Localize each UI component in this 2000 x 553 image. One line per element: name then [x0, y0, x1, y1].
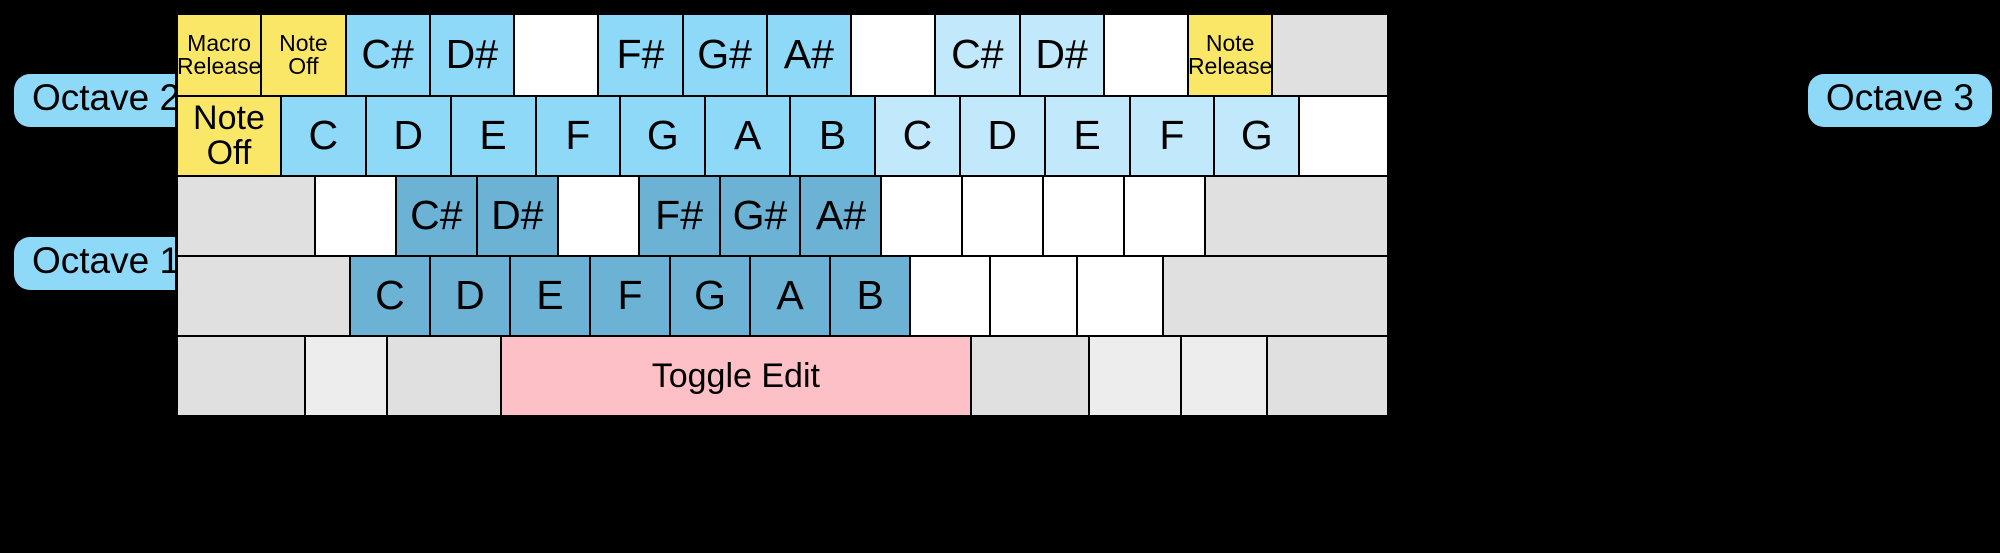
- key-asdf-row-0-blank: [178, 177, 317, 255]
- key-number-row-3-dsharp[interactable]: D#: [430, 15, 515, 95]
- key-asdf-row-2-csharp[interactable]: C#: [396, 177, 478, 255]
- key-qwerty-row-4-f[interactable]: F: [536, 97, 622, 175]
- key-space-row-7-blank: [1268, 337, 1387, 415]
- key-qwerty-row-10-e[interactable]: E: [1045, 97, 1131, 175]
- key-asdf-row-5-fsharp[interactable]: F#: [639, 177, 721, 255]
- key-zxcv-row-5-g[interactable]: G: [671, 257, 752, 335]
- key-space-row-3-toggle edit[interactable]: Toggle Edit: [501, 337, 972, 415]
- key-number-row-2-csharp[interactable]: C#: [346, 15, 431, 95]
- key-number-row-11-blank: [1104, 15, 1189, 95]
- key-number-row-1-note-off[interactable]: Note Off: [262, 15, 347, 95]
- key-qwerty-row-8-c[interactable]: C: [875, 97, 961, 175]
- key-number-row-7-asharp[interactable]: A#: [767, 15, 852, 95]
- key-zxcv-row-7-b[interactable]: B: [831, 257, 912, 335]
- key-number-row-0-macro-release[interactable]: Macro Release: [178, 15, 263, 95]
- key-number-row-6-gsharp[interactable]: G#: [683, 15, 768, 95]
- key-asdf-row-3-dsharp[interactable]: D#: [477, 177, 559, 255]
- key-space-row-0-blank: [178, 337, 306, 415]
- key-space-row-5-blank: [1090, 337, 1182, 415]
- key-zxcv-row-11-blank: [1164, 257, 1387, 335]
- key-qwerty-row-0-note-off[interactable]: Note Off: [178, 97, 282, 175]
- key-asdf-row-11-blank: [1125, 177, 1206, 255]
- key-space-row-1-blank: [305, 337, 388, 415]
- key-number-row-4-blank: [515, 15, 600, 95]
- key-qwerty-row-9-d[interactable]: D: [960, 97, 1046, 175]
- octave-label-2: Octave 2: [14, 74, 199, 127]
- key-space-row-6-blank: [1181, 337, 1269, 415]
- key-qwerty-row-3-e[interactable]: E: [451, 97, 537, 175]
- key-qwerty-row-6-a[interactable]: A: [706, 97, 792, 175]
- key-number-row-12-note-release[interactable]: Note Release: [1189, 15, 1274, 95]
- key-space-row-4-blank: [971, 337, 1091, 415]
- key-qwerty-row-7-b[interactable]: B: [791, 97, 876, 175]
- key-zxcv-row-9-blank: [991, 257, 1078, 335]
- key-qwerty-row-11-f[interactable]: F: [1130, 97, 1216, 175]
- key-asdf-row-12-blank: [1206, 177, 1387, 255]
- octave-label-1: Octave 1: [14, 237, 199, 290]
- key-asdf-row-1-blank: [316, 177, 397, 255]
- key-space-row-2-blank: [387, 337, 502, 415]
- key-asdf-row-4-blank: [558, 177, 640, 255]
- key-zxcv-row-1-c[interactable]: C: [350, 257, 431, 335]
- key-qwerty-row-1-c[interactable]: C: [281, 97, 367, 175]
- key-zxcv-row-6-a[interactable]: A: [751, 257, 832, 335]
- key-asdf-row-10-blank: [1044, 177, 1126, 255]
- key-qwerty-row-12-g[interactable]: G: [1215, 97, 1301, 175]
- keyboard-row-space-row: Toggle Edit: [178, 335, 1387, 415]
- key-zxcv-row-8-blank: [911, 257, 992, 335]
- key-zxcv-row-10-blank: [1077, 257, 1165, 335]
- key-asdf-row-9-blank: [963, 177, 1045, 255]
- key-number-row-8-blank: [852, 15, 937, 95]
- key-asdf-row-7-asharp[interactable]: A#: [801, 177, 883, 255]
- key-qwerty-row-13-blank: [1300, 97, 1387, 175]
- key-asdf-row-8-blank: [882, 177, 964, 255]
- keyboard-row-asdf-row: C#D# F#G#A#: [178, 175, 1387, 255]
- key-asdf-row-6-gsharp[interactable]: G#: [720, 177, 802, 255]
- key-number-row-9-csharp[interactable]: C#: [936, 15, 1021, 95]
- key-number-row-5-fsharp[interactable]: F#: [599, 15, 684, 95]
- key-number-row-10-dsharp[interactable]: D#: [1020, 15, 1105, 95]
- key-zxcv-row-0-blank: [178, 257, 351, 335]
- key-qwerty-row-2-d[interactable]: D: [366, 97, 452, 175]
- key-zxcv-row-3-e[interactable]: E: [510, 257, 591, 335]
- key-qwerty-row-5-g[interactable]: G: [621, 97, 707, 175]
- key-number-row-13-blank: [1273, 15, 1387, 95]
- octave-label-3: Octave 3: [1807, 74, 1992, 127]
- key-zxcv-row-4-f[interactable]: F: [590, 257, 672, 335]
- key-zxcv-row-2-d[interactable]: D: [430, 257, 511, 335]
